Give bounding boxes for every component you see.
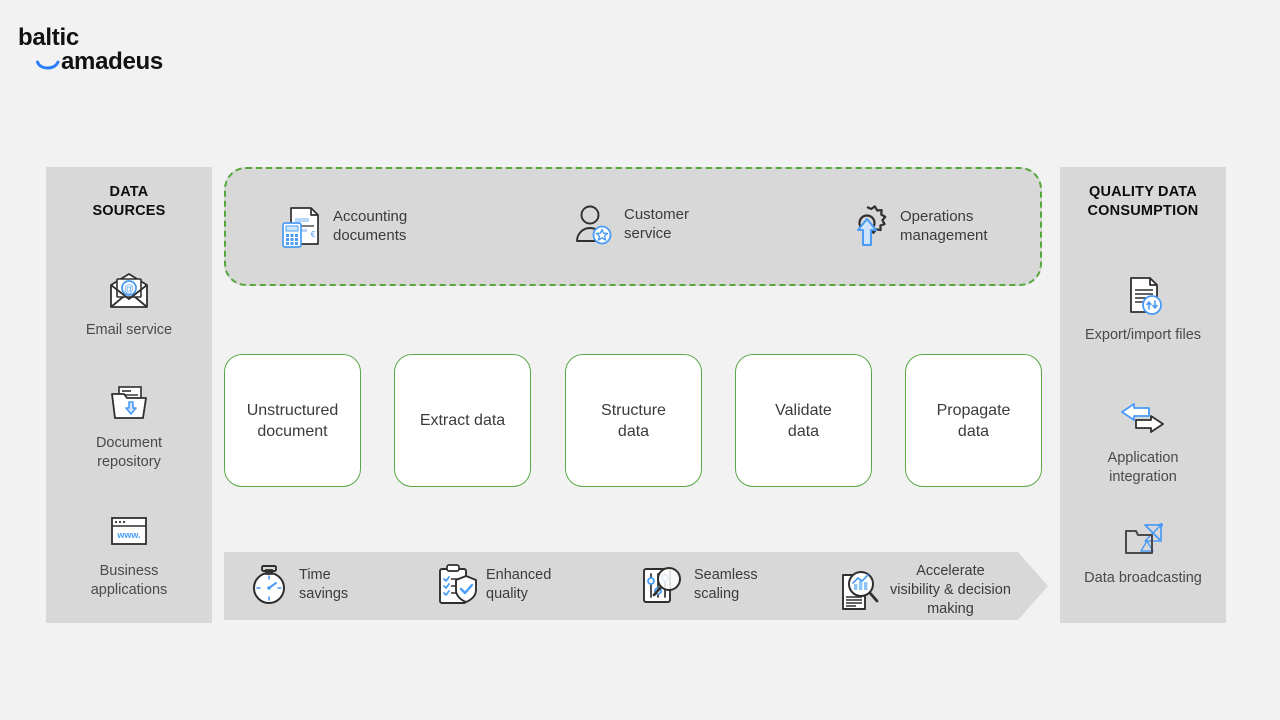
process-step-label: Extract data [419,412,506,429]
data-source-item-business-applications[interactable]: www. Business applications [46,508,212,599]
data-source-item-email-service[interactable]: @ Email service [46,267,212,340]
svg-text:@: @ [124,284,134,295]
brand-name-line2: amadeus [61,48,163,75]
sliders-magnifier-icon [639,562,687,608]
source-type-customer-service[interactable]: Customer service [573,203,689,245]
two-way-arrows-icon [1060,395,1226,443]
svg-text:€: € [311,230,316,239]
source-type-operations-management[interactable]: Operations management [843,203,988,249]
process-step-extract-data[interactable]: Extract data [394,354,531,487]
quality-data-consumption-panel: QUALITY DATA CONSUMPTION Export/import f… [1060,167,1226,623]
data-source-item-document-repository[interactable]: Document repository [46,380,212,471]
data-sources-title: DATA SOURCES [92,184,166,219]
process-step-label: Validate data [775,401,832,440]
process-step-structure-data[interactable]: Structure data [565,354,702,487]
data-source-label: Email service [85,322,173,338]
benefit-label: Time savings [299,567,349,602]
process-step-unstructured-document[interactable]: Unstructured document [224,354,361,487]
quality-data-consumption-title: QUALITY DATA CONSUMPTION [1087,184,1199,219]
document-transfer-arrows-icon [1060,272,1226,320]
browser-window-www-icon: www. [46,508,212,556]
folder-document-download-icon [46,380,212,428]
brand-swoosh-icon [36,60,60,70]
consumption-label: Export/import files [1084,327,1202,343]
clipboard-shield-check-icon [433,562,479,608]
benefit-seamless-scaling[interactable]: Seamless scaling [639,562,758,608]
data-sources-panel: DATA SOURCES @ Email service [46,167,212,623]
brand-logo: baltic amadeus [18,24,278,84]
benefit-label: Accelerate visibility & decision making [890,563,1011,617]
stopwatch-icon [246,562,292,608]
process-step-validate-data[interactable]: Validate data [735,354,872,487]
process-step-label: Propagate data [936,401,1011,440]
benefits-arrow-bar: Time savings Enhanced quali [224,552,1048,620]
benefit-label: Seamless scaling [694,567,758,602]
folder-satellite-dish-icon [1060,515,1226,563]
source-type-label: Customer service [624,206,690,242]
process-step-label: Structure data [601,401,666,440]
consumption-item-export-import-files[interactable]: Export/import files [1060,272,1226,345]
invoice-calculator-icon: € [278,203,324,249]
consumption-item-application-integration[interactable]: Application integration [1060,395,1226,486]
benefit-accelerate-visibility[interactable]: Accelerate visibility & decision making [837,562,1011,619]
process-step-propagate-data[interactable]: Propagate data [905,354,1042,487]
source-type-label: Operations management [900,208,988,244]
data-source-label: Business applications [90,563,168,598]
benefit-time-savings[interactable]: Time savings [246,562,348,608]
source-types-box: € Accounting documents Customer service [224,167,1042,286]
source-type-label: Accounting documents [333,208,408,244]
benefit-enhanced-quality[interactable]: Enhanced quality [433,562,551,608]
report-chart-magnifier-icon [837,568,883,614]
brand-name-line1: baltic [18,24,79,51]
gear-up-arrow-icon [843,203,891,249]
source-type-accounting-documents[interactable]: € Accounting documents [278,203,407,249]
consumption-item-data-broadcasting[interactable]: Data broadcasting [1060,515,1226,588]
data-source-label: Document repository [95,435,163,470]
email-envelope-at-icon: @ [46,267,212,315]
process-step-label: Unstructured document [246,401,339,440]
person-star-badge-icon [573,203,615,245]
benefit-label: Enhanced quality [486,567,552,602]
consumption-label: Application integration [1107,450,1179,485]
browser-www-text: www. [116,530,140,540]
consumption-label: Data broadcasting [1084,570,1202,586]
